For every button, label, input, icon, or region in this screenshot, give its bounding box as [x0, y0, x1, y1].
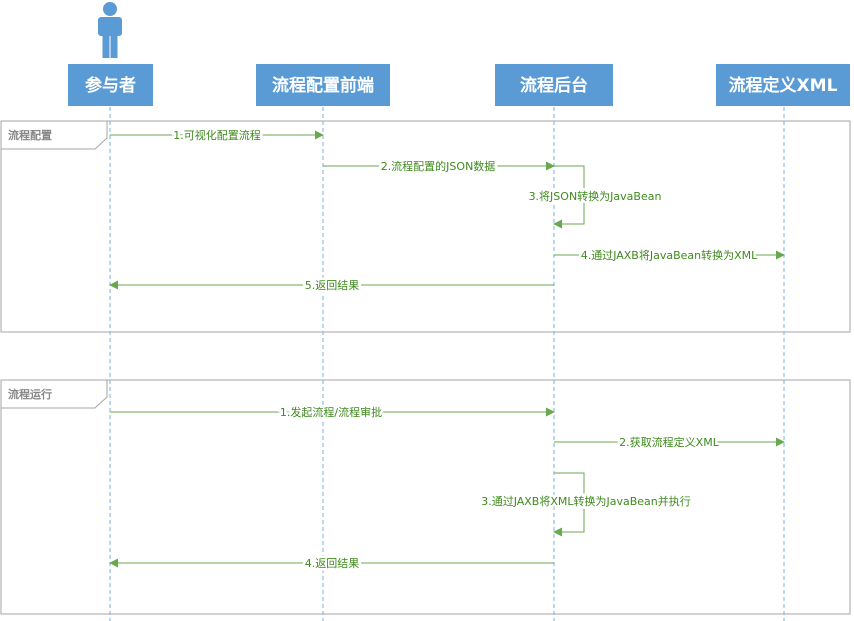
actor-participant: 参与者: [68, 64, 153, 106]
actor-label-participant: 参与者: [85, 75, 136, 96]
frame-process-run: 流程运行: [0, 379, 851, 615]
actor-xml: 流程定义XML: [716, 64, 850, 106]
message-arrow-8-self: [553, 472, 585, 537]
actor-label-backend: 流程后台: [520, 75, 588, 96]
frame-title-process-run: 流程运行: [8, 387, 52, 401]
person-icon: [98, 2, 122, 58]
frame-title-process-config: 流程配置: [8, 128, 52, 142]
actor-label-frontend: 流程配置前端: [272, 75, 374, 96]
actor-frontend: 流程配置前端: [256, 64, 390, 106]
message-arrow-3-self: [553, 165, 585, 229]
message-label-5: 5.返回结果: [305, 279, 360, 292]
frame-process-config: 流程配置: [0, 120, 851, 333]
message-label-2: 2.流程配置的JSON数据: [381, 159, 496, 173]
message-label-4: 4.通过JAXB将JavaBean转换为XML: [581, 248, 758, 262]
message-label-3: 3.将JSON转换为JavaBean: [529, 189, 662, 203]
message-label-9: 4.返回结果: [305, 557, 360, 570]
message-label-7: 2.获取流程定义XML: [619, 435, 720, 449]
message-label-6: 1.发起流程/流程审批: [280, 405, 382, 419]
message-label-1: 1.可视化配置流程: [173, 128, 261, 142]
actor-backend: 流程后台: [495, 64, 613, 106]
message-label-8: 3.通过JAXB将XML转换为JavaBean并执行: [481, 494, 691, 508]
actor-label-xml: 流程定义XML: [729, 75, 838, 96]
